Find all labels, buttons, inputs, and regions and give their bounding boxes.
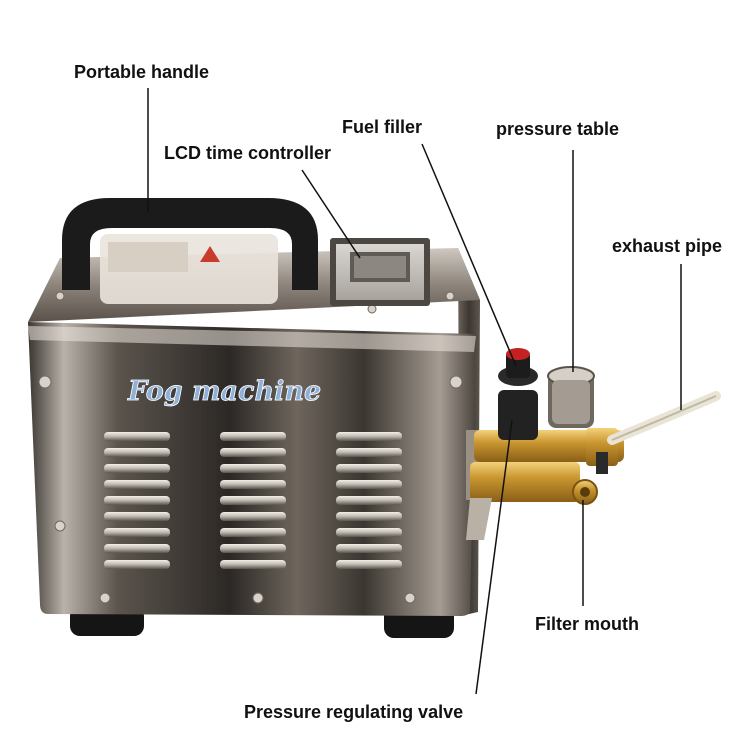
louver-slat xyxy=(220,480,286,489)
louver-slat xyxy=(220,464,286,473)
chrome-highlight xyxy=(28,326,476,352)
vent-louvers xyxy=(104,432,402,569)
label-fuel-filler: Fuel filler xyxy=(342,117,423,137)
louver-slat xyxy=(336,480,402,489)
leader-lcd-time-controller xyxy=(301,169,361,259)
louver-slat xyxy=(220,448,286,457)
louver-slat xyxy=(104,512,170,521)
label-portable-handle: Portable handle xyxy=(74,62,210,82)
louver-slat xyxy=(220,544,286,553)
label-pressure-table: pressure table xyxy=(496,119,620,139)
louver-slat xyxy=(220,432,286,441)
louver-slat xyxy=(104,560,170,569)
label-lcd-time-controller: LCD time controller xyxy=(164,143,332,163)
louver-slat xyxy=(104,544,170,553)
louver-slat xyxy=(336,544,402,553)
louver-slat xyxy=(336,432,402,441)
label-pressure-regulating-valve: Pressure regulating valve xyxy=(244,702,464,722)
label-exhaust-pipe: exhaust pipe xyxy=(612,236,723,256)
label-filter-mouth: Filter mouth xyxy=(535,614,639,634)
louver-slat xyxy=(104,496,170,505)
louver-slat xyxy=(336,560,402,569)
louver-slat xyxy=(104,432,170,441)
louver-slat xyxy=(336,512,402,521)
louver-slat xyxy=(336,496,402,505)
portable-handle-shape xyxy=(62,198,318,304)
louver-slat xyxy=(104,464,170,473)
louver-slat xyxy=(104,528,170,537)
louver-slat xyxy=(104,448,170,457)
lcd-time-controller-shape xyxy=(330,238,430,306)
pressure-gauge-shape xyxy=(547,366,595,428)
panel-screws xyxy=(38,291,463,604)
louver-slat xyxy=(336,464,402,473)
fuel-filler-cap xyxy=(498,348,538,440)
leader-fuel-filler xyxy=(421,143,517,367)
louver-slat xyxy=(220,496,286,505)
louver-slat xyxy=(220,528,286,537)
leader-lines xyxy=(147,88,682,695)
leader-pressure-regulating-valve xyxy=(475,419,513,695)
louver-slat xyxy=(336,528,402,537)
louver-slat xyxy=(104,480,170,489)
louver-slat xyxy=(220,560,286,569)
louver-slat xyxy=(336,448,402,457)
exhaust-pipe-tube-edge xyxy=(611,395,717,441)
pump-assembly xyxy=(466,428,624,540)
brand-text: Fog machine xyxy=(127,376,321,407)
louver-slat xyxy=(220,512,286,521)
